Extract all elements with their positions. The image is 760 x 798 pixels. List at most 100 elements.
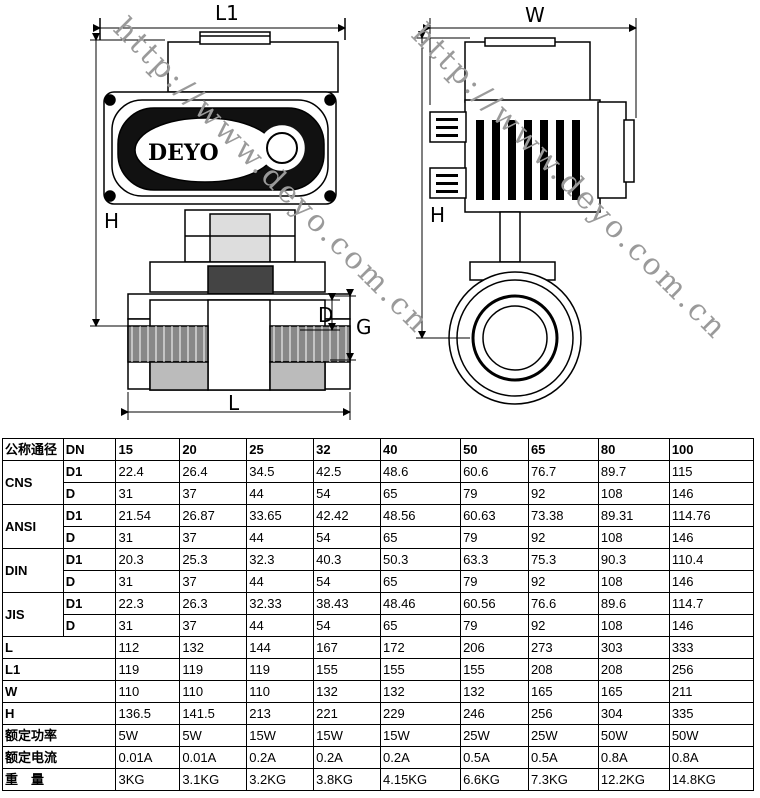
table-cell: 4.15KG [379, 768, 462, 791]
table-cell: 31 [115, 482, 181, 505]
table-cell: 146 [668, 482, 755, 505]
table-cell: 144 [246, 636, 315, 659]
valve-drawing: DEYO L1 H L D G [90, 1, 735, 420]
table-cell: 92 [527, 570, 599, 593]
table-cell: 54 [313, 614, 381, 637]
table-cell: 44 [246, 570, 315, 593]
dim-h-label-left: H [104, 209, 119, 233]
dim-g-label: G [356, 315, 372, 339]
table-cell: 33.65 [246, 504, 315, 527]
table-cell: 60.56 [460, 592, 529, 615]
table-cell: 146 [668, 526, 755, 549]
table-cell: 22.4 [115, 460, 181, 483]
table-cell: 119 [179, 658, 248, 681]
table-cell: 54 [313, 526, 381, 549]
table-cell: 0.5A [527, 746, 599, 769]
table-cell: 50W [597, 724, 670, 747]
size-header: 65 [527, 438, 599, 461]
table-cell: 48.56 [379, 504, 462, 527]
table-cell: 167 [313, 636, 381, 659]
table-cell: 0.2A [313, 746, 381, 769]
table-cell: 34.5 [246, 460, 315, 483]
row-label: H [1, 702, 117, 725]
dim-l1-label: L1 [215, 1, 239, 25]
table-cell: 136.5 [115, 702, 181, 725]
row-label: D [62, 570, 117, 593]
table-cell: 3.1KG [179, 768, 248, 791]
table-cell: 273 [527, 636, 599, 659]
table-cell: 54 [313, 482, 381, 505]
table-cell: 44 [246, 482, 315, 505]
table-cell: 31 [115, 570, 181, 593]
table-cell: 110 [179, 680, 248, 703]
size-header: 25 [246, 438, 315, 461]
table-cell: 90.3 [597, 548, 670, 571]
table-cell: 48.6 [379, 460, 462, 483]
table-cell: 37 [179, 570, 248, 593]
table-cell: 89.6 [597, 592, 670, 615]
table-cell: 256 [668, 658, 755, 681]
table-cell: 7.3KG [527, 768, 599, 791]
table-cell: 114.76 [668, 504, 755, 527]
table-cell: 335 [668, 702, 755, 725]
table-cell: 50.3 [379, 548, 462, 571]
table-cell: 0.2A [379, 746, 462, 769]
table-cell: 26.3 [179, 592, 248, 615]
table-cell: 110.4 [668, 548, 755, 571]
table-cell: 155 [313, 658, 381, 681]
table-cell: 146 [668, 570, 755, 593]
table-cell: 114.7 [668, 592, 755, 615]
table-cell: 208 [597, 658, 670, 681]
row-label: D1 [62, 548, 117, 571]
front-view [99, 18, 351, 391]
size-header: 100 [668, 438, 755, 461]
table-cell: 5W [179, 724, 248, 747]
table-cell: 141.5 [179, 702, 248, 725]
side-view-fins [436, 118, 580, 200]
table-cell: 92 [527, 614, 599, 637]
table-cell: 0.5A [460, 746, 529, 769]
table-cell: 32.33 [246, 592, 315, 615]
table-cell: 42.42 [313, 504, 381, 527]
table-cell: 229 [379, 702, 462, 725]
dn-label: DN [62, 438, 117, 461]
table-cell: 3KG [115, 768, 181, 791]
table-cell: 112 [115, 636, 181, 659]
table-cell: 0.8A [668, 746, 755, 769]
row-label: D [62, 526, 117, 549]
table-cell: 92 [527, 482, 599, 505]
size-header: 32 [313, 438, 381, 461]
front-view-ribs [131, 326, 347, 362]
table-cell: 65 [379, 526, 462, 549]
table-cell: 15W [246, 724, 315, 747]
table-cell: 206 [460, 636, 529, 659]
row-label: W [1, 680, 117, 703]
table-cell: 0.8A [597, 746, 670, 769]
row-label: D1 [62, 460, 117, 483]
row-label: D1 [62, 592, 117, 615]
table-cell: 26.87 [179, 504, 248, 527]
table-cell: 0.01A [179, 746, 248, 769]
dim-l-label: L [228, 391, 240, 415]
table-cell: 333 [668, 636, 755, 659]
table-cell: 304 [597, 702, 670, 725]
row-label: D1 [62, 504, 117, 527]
table-cell: 132 [379, 680, 462, 703]
table-cell: 63.3 [460, 548, 529, 571]
dim-h-label-right: H [430, 203, 445, 227]
table-cell: 20.3 [115, 548, 181, 571]
row-label: 额定电流 [1, 746, 117, 769]
standard-name: ANSI [2, 504, 64, 549]
table-cell: 110 [246, 680, 315, 703]
table-cell: 76.7 [527, 460, 599, 483]
table-cell: 165 [527, 680, 599, 703]
table-cell: 37 [179, 526, 248, 549]
table-cell: 3.8KG [313, 768, 381, 791]
table-cell: 40.3 [313, 548, 381, 571]
table-cell: 60.63 [460, 504, 529, 527]
